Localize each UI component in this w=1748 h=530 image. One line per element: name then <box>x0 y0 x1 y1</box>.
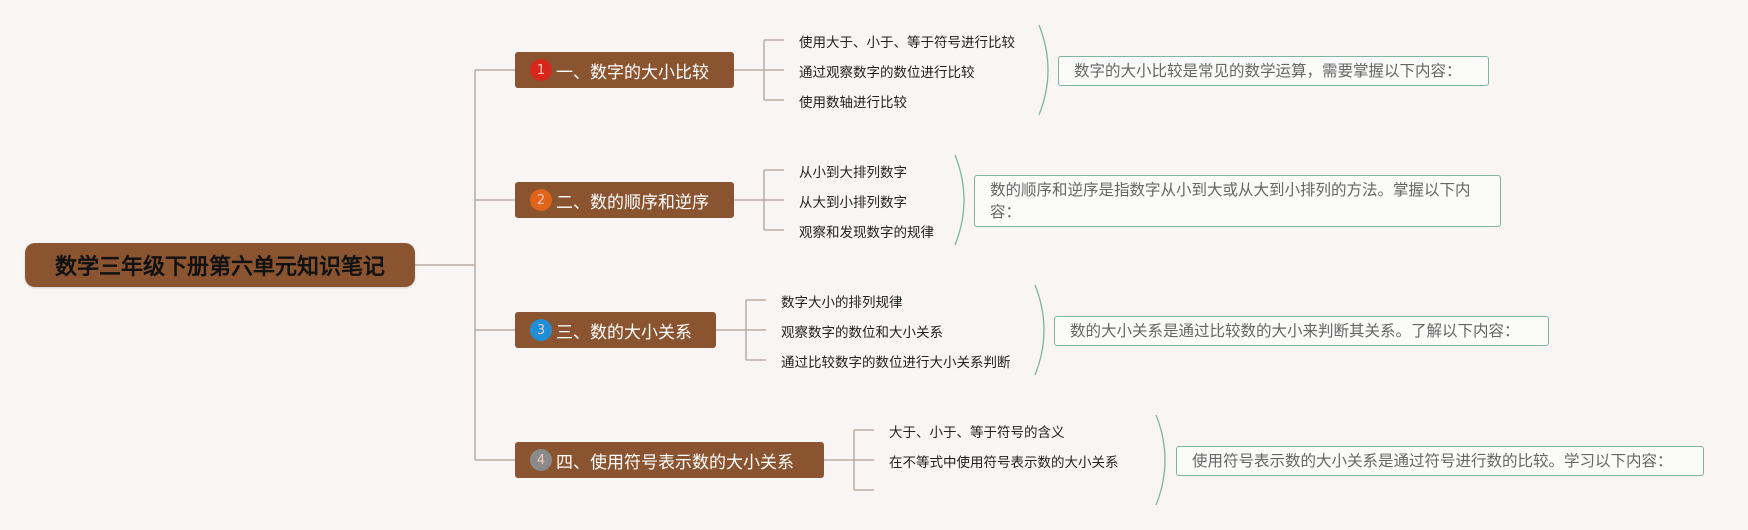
topic-node-1[interactable]: 1 一、数字的大小比较 <box>515 52 734 88</box>
topic-3-item-lines <box>716 299 766 361</box>
topic-node-4[interactable]: 4 四、使用符号表示数的大小关系 <box>515 442 824 478</box>
number-1-icon: 1 <box>530 59 552 81</box>
topic-2-item-1[interactable]: 从小到大排列数字 <box>799 165 907 181</box>
topic-1-item-lines <box>734 39 784 101</box>
root-node[interactable]: 数学三年级下册第六单元知识笔记 <box>25 243 415 287</box>
topic-1-item-3[interactable]: 使用数轴进行比较 <box>799 95 907 111</box>
topic-3-note[interactable]: 数的大小关系是通过比较数的大小来判断其关系。了解以下内容： <box>1054 316 1549 346</box>
number-2-icon: 2 <box>530 189 552 211</box>
brace-1 <box>1038 24 1049 116</box>
number-3-icon: 3 <box>530 319 552 341</box>
topic-3-item-3[interactable]: 通过比较数字的数位进行大小关系判断 <box>781 355 1011 371</box>
topic-3-item-2[interactable]: 观察数字的数位和大小关系 <box>781 325 943 341</box>
topic-2-item-2[interactable]: 从大到小排列数字 <box>799 195 907 211</box>
topic-1-note[interactable]: 数字的大小比较是常见的数学运算，需要掌握以下内容： <box>1058 56 1489 86</box>
topic-4-item-lines <box>824 429 874 491</box>
topic-4-note[interactable]: 使用符号表示数的大小关系是通过符号进行数的比较。学习以下内容： <box>1176 446 1704 476</box>
topic-2-note[interactable]: 数的顺序和逆序是指数字从小到大或从大到小排列的方法。掌握以下内容： <box>974 175 1501 227</box>
brace-2 <box>954 154 965 246</box>
topic-2-item-lines <box>734 169 784 231</box>
topic-4-item-1[interactable]: 大于、小于、等于符号的含义 <box>889 425 1065 441</box>
topic-3-title: 三、数的大小关系 <box>556 322 692 343</box>
topic-1-item-2[interactable]: 通过观察数字的数位进行比较 <box>799 65 975 81</box>
topic-4-title: 四、使用符号表示数的大小关系 <box>556 452 794 473</box>
number-4-icon: 4 <box>530 449 552 471</box>
topic-node-3[interactable]: 3 三、数的大小关系 <box>515 312 716 348</box>
topic-1-item-1[interactable]: 使用大于、小于、等于符号进行比较 <box>799 35 1015 51</box>
topic-node-2[interactable]: 2 二、数的顺序和逆序 <box>515 182 734 218</box>
root-title: 数学三年级下册第六单元知识笔记 <box>54 255 385 280</box>
topic-1-title: 一、数字的大小比较 <box>556 62 709 83</box>
topic-2-item-3[interactable]: 观察和发现数字的规律 <box>799 225 934 241</box>
brace-3 <box>1034 284 1045 376</box>
topic-4-item-2[interactable]: 在不等式中使用符号表示数的大小关系 <box>889 455 1119 471</box>
topic-2-title: 二、数的顺序和逆序 <box>556 192 709 213</box>
brace-4 <box>1155 414 1166 506</box>
topic-3-item-1[interactable]: 数字大小的排列规律 <box>781 295 903 311</box>
